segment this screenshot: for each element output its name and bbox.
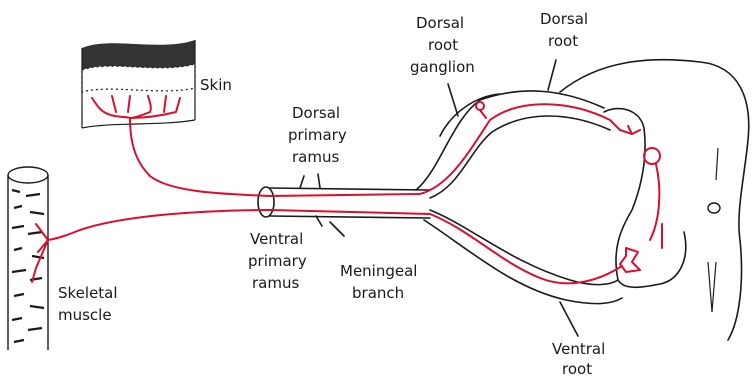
label-dorsal-root-1: Dorsal — [540, 10, 588, 28]
muscle-sides — [8, 175, 48, 350]
sensory-neuron-fiber — [130, 104, 620, 196]
label-drg-2: root — [428, 36, 458, 54]
nerve-cut-end — [258, 187, 274, 217]
skeletal-muscle — [8, 167, 48, 350]
motor-neuron-cell-body — [620, 248, 640, 272]
sensory-synapse — [620, 126, 640, 134]
label-vpr-2: primary — [248, 252, 307, 270]
label-drg-3: ganglion — [410, 58, 475, 76]
motor-neuron-axon — [48, 210, 622, 283]
leader-ventral-root — [560, 302, 578, 336]
label-drg-1: Dorsal — [416, 14, 464, 32]
label-dpr-1: Dorsal — [292, 104, 340, 122]
meningeal-branch-stub — [316, 216, 322, 226]
ganglion-cell-process — [480, 110, 486, 118]
label-dpr-2: primary — [288, 126, 347, 144]
leader-dorsal-root-ganglion — [448, 84, 458, 116]
spinal-nerve-lower-edge — [270, 216, 430, 218]
muscle-striations — [12, 190, 44, 342]
ganglion-bulge — [440, 94, 500, 136]
interneuron-cell-body — [644, 148, 660, 164]
leader-dorsal-root — [548, 60, 556, 90]
spinal-nerve-upper-edge — [270, 188, 430, 190]
label-vpr-3: ramus — [252, 274, 299, 292]
label-skeletal-2: muscle — [58, 306, 112, 324]
posterior-septum — [716, 148, 718, 180]
label-skin: Skin — [200, 76, 232, 94]
label-meningeal-1: Meningeal — [340, 262, 417, 280]
label-ventral-root-1: Ventral — [552, 340, 605, 358]
label-skeletal-1: Skeletal — [58, 284, 118, 302]
dorsal-root-upper-edge — [416, 91, 604, 190]
muscle-top-cap — [8, 167, 48, 183]
skin-nerve-endings — [92, 96, 180, 118]
skin-block — [82, 40, 195, 128]
label-dpr-3: ramus — [292, 148, 339, 166]
gray-matter-outline — [604, 109, 686, 288]
ganglion-cell-body — [476, 102, 484, 110]
dorsal-root-lower-edge — [430, 116, 610, 198]
leader-meningeal-branch — [330, 222, 344, 236]
label-meningeal-2: branch — [352, 284, 404, 302]
ventral-root-upper-edge — [430, 210, 618, 285]
dorsal-ramus-stub — [300, 174, 320, 188]
anterior-fissure — [708, 262, 716, 312]
interneuron-axon — [650, 164, 659, 240]
neuron-pathways — [48, 102, 662, 283]
skin-epidermis — [82, 40, 195, 70]
label-vpr-1: Ventral — [250, 230, 303, 248]
label-dorsal-root-2: root — [548, 32, 578, 50]
skin-dermis — [82, 64, 195, 92]
central-canal — [708, 203, 720, 213]
label-ventral-root-2: root — [562, 360, 592, 378]
nerve-outlines — [258, 91, 622, 304]
